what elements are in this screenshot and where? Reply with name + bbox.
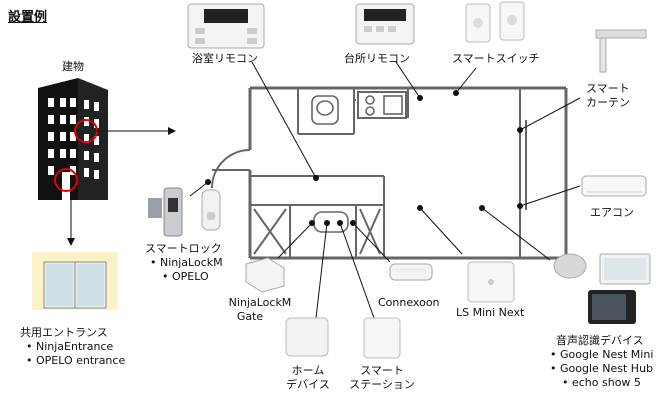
gate-label: NinjaLockM — [228, 296, 292, 309]
smart-lock-item: • NinjaLockM — [150, 256, 223, 269]
page-title: 設置例 — [8, 10, 48, 25]
smart-switch-label: スマートスイッチ — [452, 52, 540, 65]
aircon-label: エアコン — [590, 206, 634, 219]
home-device-icon — [285, 317, 329, 357]
entrance-illustration — [32, 252, 118, 310]
home-device-label: デバイス — [286, 378, 330, 391]
connexoon-icon — [389, 263, 433, 281]
smart-switch-icon — [465, 1, 525, 43]
ls-mini-icon — [467, 261, 515, 303]
entrance-item: • NinjaEntrance — [26, 340, 114, 353]
gate-device-icon — [245, 257, 285, 293]
bath-remote-icon — [187, 3, 265, 49]
smart-curtain-label: スマート — [586, 82, 630, 95]
aircon-icon — [581, 175, 647, 197]
smart-station-label: スマート — [360, 364, 404, 377]
bath-remote-label: 浴室リモコン — [192, 52, 258, 65]
gate-label: Gate — [236, 310, 264, 323]
nest-hub-icon — [599, 253, 651, 285]
entrance-item: • OPELO entrance — [26, 354, 126, 367]
ls-mini-label: LS Mini Next — [456, 306, 525, 319]
kitchen-remote-icon — [355, 3, 415, 45]
smart-lock-icon — [148, 187, 221, 237]
building-label: 建物 — [62, 60, 84, 73]
connexoon-label: Connexoon — [378, 296, 440, 309]
smart-station-label: ステーション — [349, 378, 415, 391]
entrance-title: 共用エントランス — [20, 326, 108, 339]
smart-curtain-label: カーテン — [586, 96, 630, 109]
smart-lock-item: • OPELO — [162, 270, 209, 283]
kitchen-remote-label: 台所リモコン — [344, 52, 410, 65]
smart-lock-title: スマートロック — [145, 242, 222, 255]
building-icon — [38, 78, 108, 200]
smart-station-icon — [363, 317, 401, 359]
curtain-motor-icon — [595, 29, 647, 73]
voice-device-item: • Google Nest Mini — [550, 348, 654, 361]
home-device-label: ホーム — [291, 364, 325, 377]
nest-mini-icon — [553, 253, 587, 279]
voice-device-item: • echo show 5 — [562, 376, 641, 389]
voice-devices-title: 音声認識デバイス — [556, 334, 644, 347]
echo-show-icon — [588, 290, 636, 324]
voice-device-item: • Google Nest Hub — [550, 362, 654, 375]
